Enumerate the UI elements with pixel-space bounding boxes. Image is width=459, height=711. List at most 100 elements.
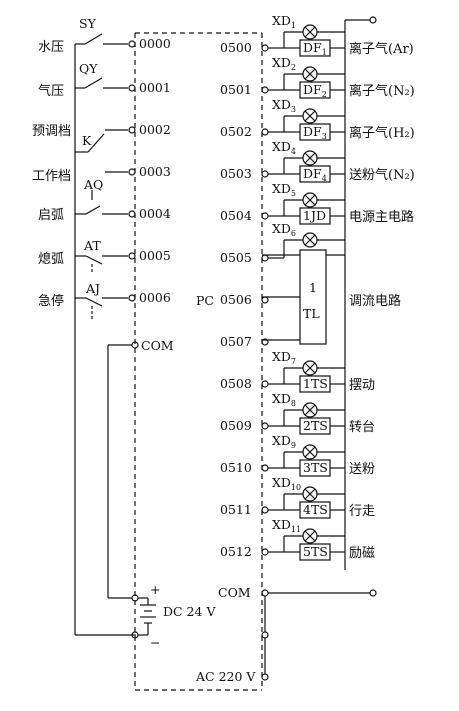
output-terminal (261, 296, 269, 304)
tl-label: TL (303, 306, 320, 321)
output-com-wiring (261, 589, 377, 681)
output-device-label: 5TS (303, 544, 328, 559)
lamp-label: XD11 (272, 517, 301, 534)
input-com-label: COM (141, 338, 174, 353)
output-description: 离子气(H₂) (349, 125, 415, 141)
output-address: 0509 (220, 418, 252, 433)
input-label-water-pressure: 水压 (38, 40, 64, 55)
input-pushbutton-aj (75, 294, 136, 320)
output-device-label: 2TS (303, 418, 328, 433)
input-label-work-gear: 工作档 (32, 169, 71, 184)
dc-minus-sign: − (150, 635, 160, 650)
lamp-label: XD10 (272, 475, 301, 492)
output-description: 摆动 (349, 378, 375, 393)
lamp-label: XD8 (272, 391, 296, 408)
output-terminal (261, 170, 269, 178)
output-device-label: DF1 (303, 40, 327, 57)
output-description: 离子气(Ar) (349, 41, 414, 57)
output-row: 0507 (220, 334, 269, 349)
output-device-label: 4TS (303, 502, 328, 517)
input-address-0002: 0002 (139, 122, 171, 137)
output-row-lamp-xd6: XD6 (268, 221, 345, 259)
lamp-label: XD9 (272, 433, 296, 450)
output-device-label: 3TS (303, 460, 328, 475)
input-address-0006: 0006 (139, 290, 171, 305)
input-label-arc-stop: 熄弧 (38, 252, 64, 267)
input-selector-k (75, 126, 136, 176)
tl-number: 1 (309, 280, 317, 295)
output-address: 0512 (220, 544, 252, 559)
output-terminal (261, 212, 269, 220)
output-address: 0500 (220, 40, 252, 55)
lamp-label: XD3 (272, 97, 296, 114)
input-contact-qy (75, 77, 136, 92)
input-address-0005: 0005 (139, 248, 171, 263)
switch-name-k: K (82, 133, 92, 148)
lamp-label: XD4 (272, 139, 296, 156)
lamp-label: XD6 (272, 221, 296, 238)
input-address-0000: 0000 (139, 36, 171, 51)
switch-name-sy: SY (79, 16, 97, 31)
input-address-0004: 0004 (139, 206, 171, 221)
output-terminal (261, 254, 269, 262)
output-description: 离子气(N₂) (349, 83, 415, 99)
output-terminal (261, 506, 269, 514)
output-address: 0507 (220, 334, 252, 349)
output-address: 0501 (220, 82, 252, 97)
output-address: 0503 (220, 166, 252, 181)
output-description: 电源主电路 (349, 209, 414, 225)
output-terminal (261, 338, 269, 346)
lamp-label: XD1 (272, 13, 296, 30)
pc-label: PC (196, 293, 214, 308)
input-label-arc-start: 启弧 (38, 208, 64, 223)
output-terminal (261, 86, 269, 94)
output-terminal (261, 44, 269, 52)
output-row: 0510 XD9 3TS 送粉 (220, 433, 375, 477)
output-description: 调流电路 (349, 293, 401, 309)
lamp-label: XD2 (272, 55, 296, 72)
output-address: 0504 (220, 208, 252, 223)
input-common-rail (74, 44, 136, 636)
input-pushbutton-at (75, 252, 136, 274)
switch-name-at: AT (83, 238, 101, 253)
output-description: 送粉 (349, 462, 375, 477)
output-terminal (261, 422, 269, 430)
output-device-label: DF3 (303, 124, 327, 141)
output-description: 励磁 (349, 546, 375, 561)
output-address: 0508 (220, 376, 252, 391)
output-row: 0506 (220, 292, 269, 307)
output-device-label: DF2 (303, 82, 327, 99)
dc-battery-symbol (138, 597, 156, 636)
dc-supply-label: DC 24 V (163, 604, 216, 619)
switch-name-aq: AQ (83, 177, 103, 192)
switch-name-aj: AJ (85, 281, 100, 296)
pc-frame (134, 32, 263, 691)
output-device-label: DF4 (303, 166, 327, 183)
lamp-label: XD7 (272, 349, 296, 366)
ac-supply-label: AC 220 V (195, 669, 256, 684)
input-label-emergency-stop: 急停 (38, 293, 64, 309)
input-address-0001: 0001 (139, 80, 171, 95)
input-pushbutton-aq (75, 190, 136, 218)
input-address-0003: 0003 (139, 164, 171, 179)
dc-plus-sign: + (150, 582, 160, 597)
output-address: 0511 (220, 502, 252, 517)
output-device-label: 1TS (303, 376, 328, 391)
output-description: 转台 (349, 420, 375, 435)
output-address: 0510 (220, 460, 252, 475)
output-terminal (261, 128, 269, 136)
output-row: 0509 XD8 2TS 转台 (220, 391, 375, 435)
lamp-label: XD5 (272, 181, 296, 198)
input-label-gas-pressure: 气压 (38, 83, 64, 99)
tl-wiring (262, 249, 345, 345)
output-description: 送粉气(N₂) (349, 167, 415, 183)
output-terminal (261, 380, 269, 388)
